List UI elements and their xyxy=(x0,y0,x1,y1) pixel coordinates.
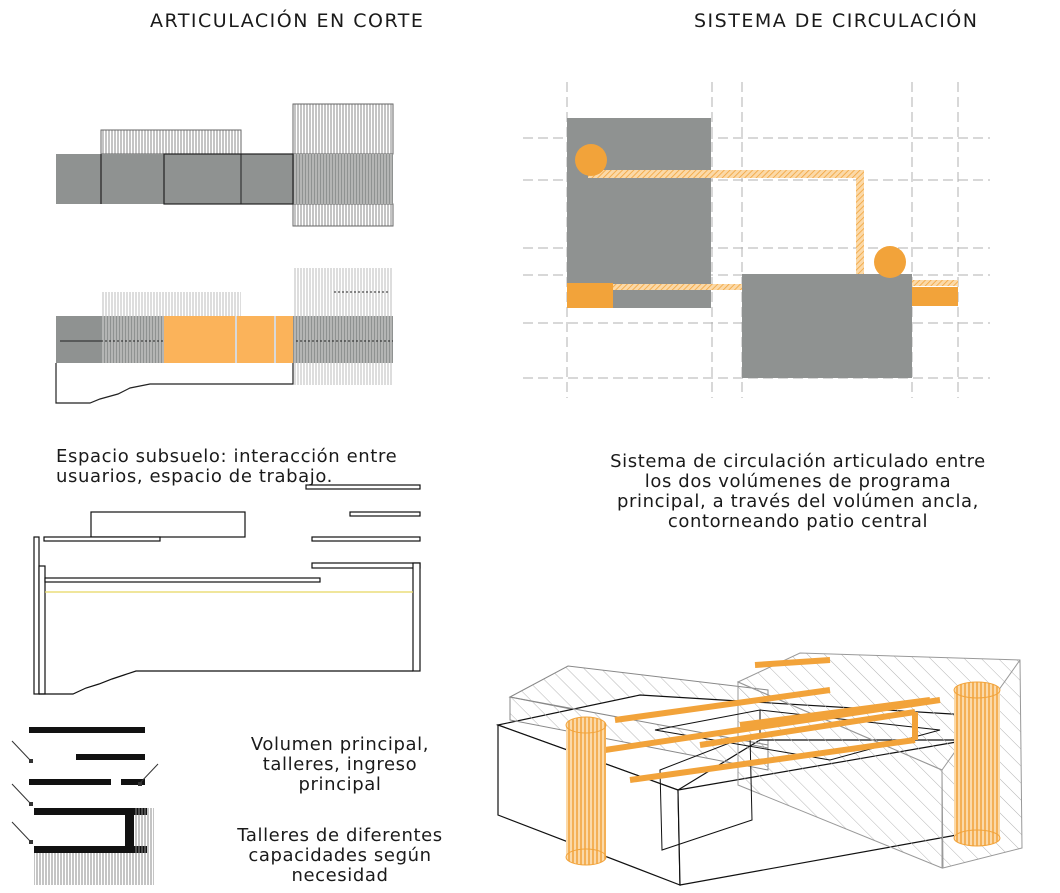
caption-line: principal xyxy=(298,774,382,795)
caption-line: necesidad xyxy=(291,865,389,886)
section-articulation-title: ARTICULACIÓN EN CORTE xyxy=(150,10,425,32)
caption-line: capacidades según xyxy=(248,845,432,866)
plan-diagram xyxy=(33,484,421,695)
caption-line: contorneando patio central xyxy=(667,511,929,532)
caption-line: talleres, ingreso xyxy=(262,754,418,775)
caption-line: los dos volúmenes de programa xyxy=(644,471,952,492)
caption-line: Sistema de circulación articulado entre xyxy=(610,451,986,472)
section-diagram-bottom xyxy=(55,268,393,404)
caption-line: Talleres de diferentes xyxy=(237,825,443,846)
section-diagram-top xyxy=(56,103,394,227)
caption-line: usuarios, espacio de trabajo. xyxy=(56,466,333,487)
small-plan-diagram xyxy=(11,727,159,885)
caption-subsuelo: Espacio subsuelo: interacción entre usua… xyxy=(56,447,397,487)
axonometric-diagram xyxy=(495,652,1023,886)
caption-talleres: Talleres de diferentes capacidades según… xyxy=(215,826,465,886)
circulation-plan xyxy=(523,82,990,398)
caption-circulacion: Sistema de circulación articulado entre … xyxy=(548,452,1048,532)
section-circulation-title: SISTEMA DE CIRCULACIÓN xyxy=(694,10,979,32)
caption-line: Volumen principal, xyxy=(250,734,430,755)
caption-volumen: Volumen principal, talleres, ingreso pri… xyxy=(215,735,465,795)
caption-line: principal, a través del volúmen ancla, xyxy=(616,491,980,512)
caption-line: Espacio subsuelo: interacción entre xyxy=(56,446,398,467)
